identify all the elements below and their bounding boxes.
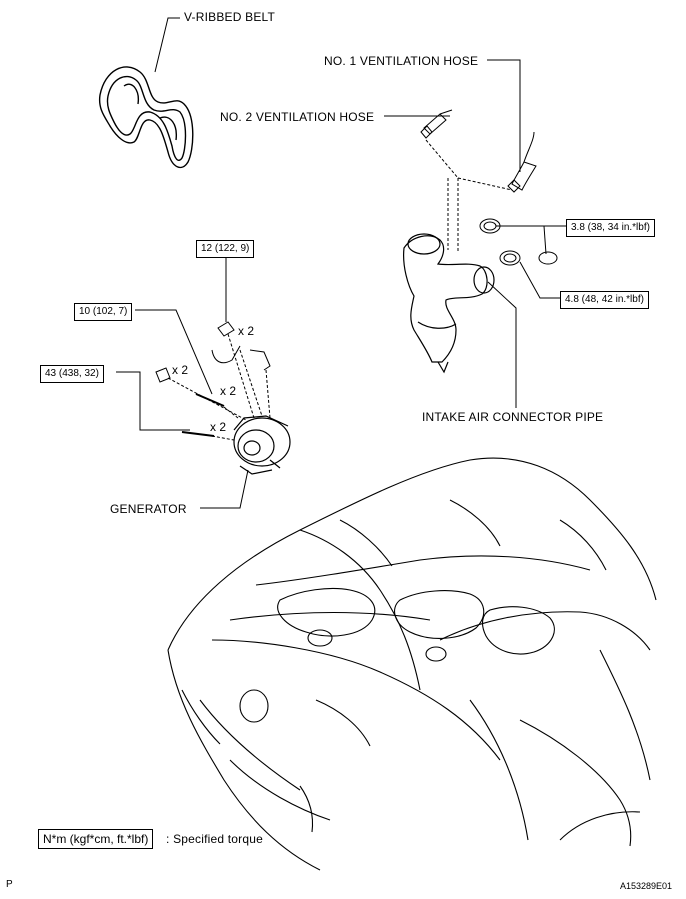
quantity-nut-12: x 2 [238, 324, 255, 338]
intake-air-connector-pipe-label: INTAKE AIR CONNECTOR PIPE [422, 410, 604, 424]
vehicle-outline-drawing [167, 457, 657, 871]
no1-ventilation-hose-drawing [507, 131, 537, 193]
torque-box-3-8: 3.8 (38, 34 in.*lbf) [566, 219, 655, 237]
v-ribbed-belt-drawing [98, 66, 194, 169]
torque-unit-legend-box: N*m (kgf*cm, ft.*lbf) [38, 829, 154, 849]
quantity-nut-43: x 2 [172, 363, 189, 377]
intake-air-connector-pipe-drawing [403, 233, 495, 374]
torque-box-12: 12 (122, 9) [196, 240, 255, 258]
v-ribbed-belt-label: V-RIBBED BELT [184, 10, 276, 24]
no1-ventilation-hose-label: NO. 1 VENTILATION HOSE [324, 54, 479, 68]
figure-id: A153289E01 [620, 881, 673, 891]
torque-box-43: 43 (438, 32) [40, 365, 104, 383]
quantity-bolt-10: x 2 [220, 384, 237, 398]
torque-box-10: 10 (102, 7) [74, 303, 133, 321]
torque-box-4-8: 4.8 (48, 42 in.*lbf) [560, 291, 649, 309]
no2-ventilation-hose-label: NO. 2 VENTILATION HOSE [220, 110, 375, 124]
generator-label: GENERATOR [110, 502, 187, 516]
generator-fasteners-drawing [155, 321, 271, 437]
footer-left-code: P [6, 879, 13, 890]
torque-legend-text: : Specified torque [166, 832, 263, 846]
generator-drawing [233, 415, 291, 475]
quantity-bolt-43: x 2 [210, 420, 227, 434]
no2-ventilation-hose-drawing [420, 109, 453, 139]
